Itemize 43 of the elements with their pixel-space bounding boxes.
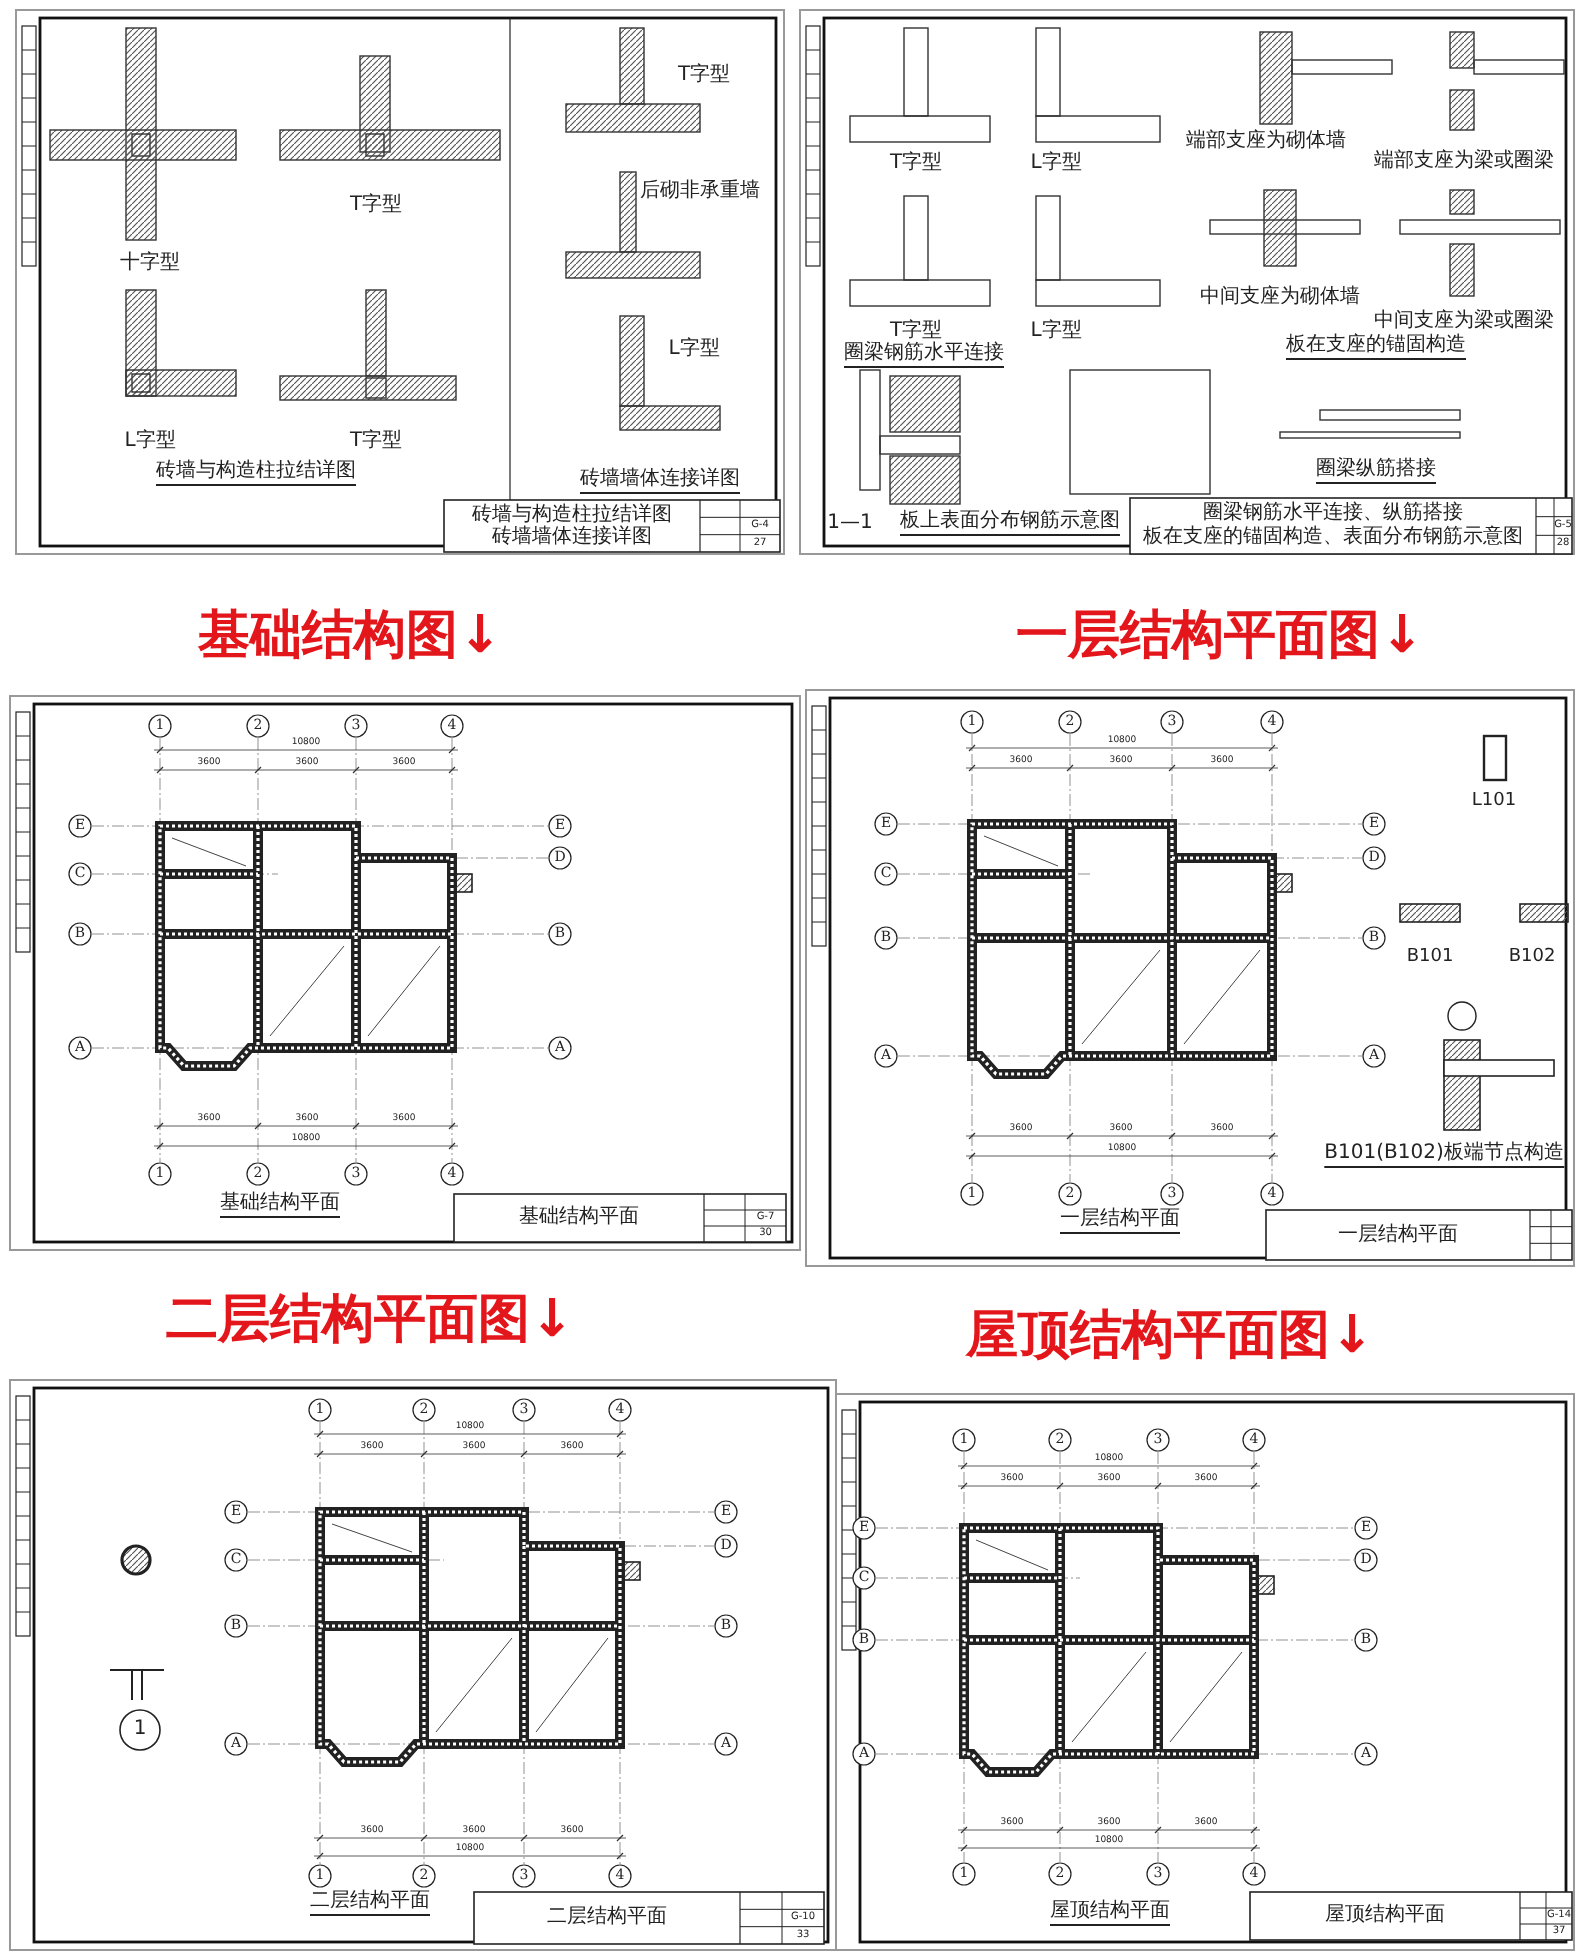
drawing-caption: 中间支座为梁或圈梁 — [1374, 312, 1554, 332]
drawing-caption: 基础结构平面 — [220, 1194, 340, 1218]
drawing-caption: 一层结构平面 — [1060, 1210, 1180, 1234]
section-heading: 一层结构平面图↓ — [1016, 610, 1424, 662]
drawing-caption: T字型 — [889, 154, 943, 174]
drawing-caption: 二层结构平面 — [310, 1892, 430, 1916]
drawing-caption: T字型 — [349, 196, 403, 216]
drawing-caption: 圈梁钢筋水平连接 — [844, 344, 1004, 368]
drawing-caption: 1—1 — [827, 514, 873, 534]
member-label: B102 — [1508, 949, 1556, 967]
section-heading: 基础结构图↓ — [198, 610, 502, 662]
title-block-text: 砖墙墙体连接详图 — [492, 527, 652, 548]
title-block-text: 砖墙与构造柱拉结详图 — [472, 505, 672, 526]
drawing-caption: T字型 — [889, 322, 943, 342]
drawing-caption: 砖墙与构造柱拉结详图 — [156, 462, 356, 486]
drawing-caption: 砖墙墙体连接详图 — [580, 470, 740, 494]
drawing-caption: 十字型 — [120, 254, 180, 274]
drawing-caption: L字型 — [1030, 322, 1082, 342]
drawing-caption: 屋顶结构平面 — [1050, 1902, 1170, 1926]
drawing-caption: 板上表面分布钢筋示意图 — [900, 512, 1120, 536]
drawing-caption: L字型 — [124, 432, 176, 452]
drawing-caption: 板在支座的锚固构造 — [1286, 336, 1466, 360]
drawing-caption: 中间支座为砌体墙 — [1200, 288, 1360, 308]
section-heading: 屋顶结构平面图↓ — [966, 1310, 1374, 1362]
drawing-caption: L字型 — [1030, 154, 1082, 174]
drawing-caption: 1 — [133, 1720, 147, 1740]
drawing-caption: 端部支座为砌体墙 — [1186, 132, 1346, 152]
drawing-caption: 端部支座为梁或圈梁 — [1374, 152, 1554, 172]
drawing-caption: 圈梁纵筋搭接 — [1316, 460, 1436, 484]
member-label: B101 — [1406, 949, 1454, 967]
drawing-caption: B101(B102)板端节点构造 — [1324, 1144, 1564, 1168]
title-block-text: 屋顶结构平面 — [1325, 1906, 1445, 1926]
drawing-caption: 后砌非承重墙 — [640, 182, 760, 202]
drawing-caption: T字型 — [677, 66, 731, 86]
title-block-text: 二层结构平面 — [547, 1908, 667, 1928]
section-heading: 二层结构平面图↓ — [166, 1294, 574, 1346]
drawing-caption: T字型 — [349, 432, 403, 452]
drawing-caption: L字型 — [668, 340, 720, 360]
member-label: L101 — [1471, 793, 1517, 811]
title-block-text: 一层结构平面 — [1338, 1225, 1458, 1245]
title-block-text: 圈梁钢筋水平连接、纵筋搭接 — [1203, 504, 1463, 525]
title-block-text: 基础结构平面 — [519, 1208, 639, 1228]
title-block-text: 板在支座的锚固构造、表面分布钢筋示意图 — [1143, 528, 1523, 549]
